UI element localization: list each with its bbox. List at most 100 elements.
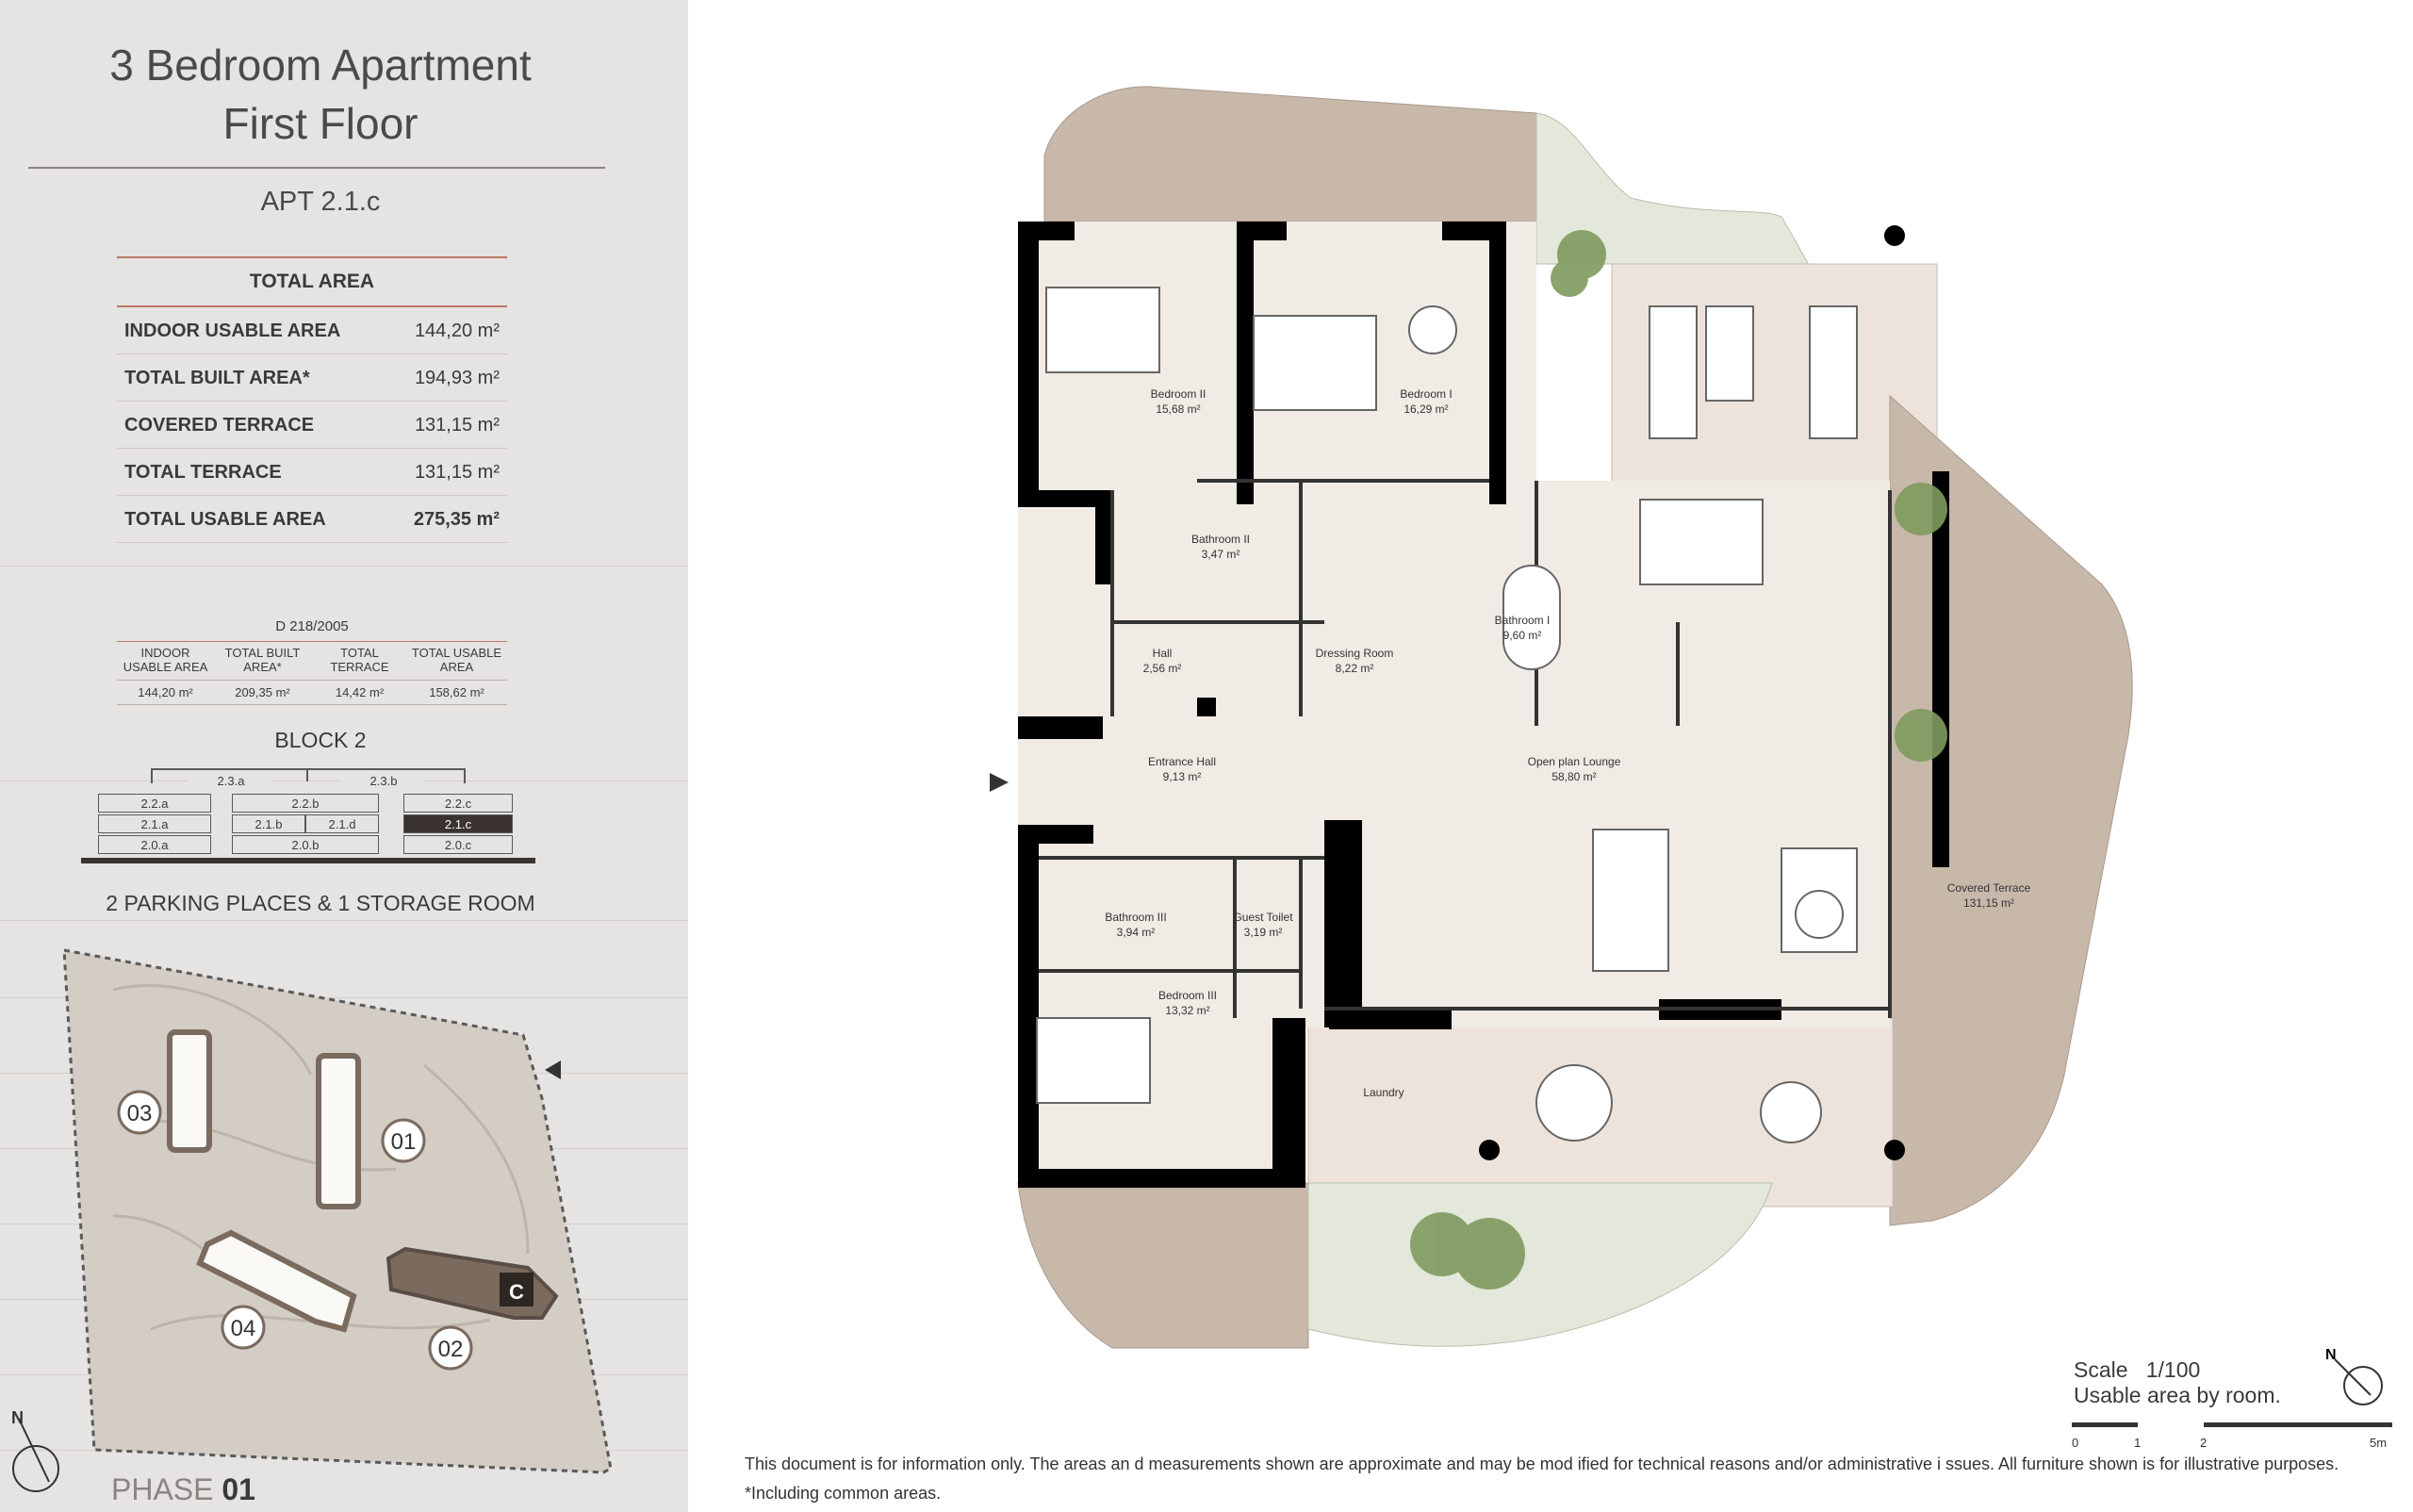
room-area: 2,56 m² [1143,662,1182,675]
parking-info: 2 PARKING PLACES & 1 STORAGE ROOM [106,891,535,915]
decree-value: 158,62 m² [429,685,484,699]
building-04 [196,1229,357,1333]
scale-tick: 5m [2370,1436,2387,1450]
block-unit: 2.2.b [232,794,379,813]
decree-header: TOTAL TERRACE [330,646,389,674]
area-row-covered-terrace: COVERED TERRACE 131,15 m² [117,402,507,449]
decree-table: INDOOR USABLE AREA TOTAL BUILT AREA* TOT… [117,641,507,705]
walls [1018,222,1949,1188]
grid-line [0,997,688,998]
block-unit: 2.1.b [232,814,305,833]
disclaimer-footnote: *Including common areas. [745,1484,942,1503]
area-label: TOTAL TERRACE [124,462,282,483]
grid-line [0,920,688,921]
scale-bar: 0 1 2 5m [2072,1422,2392,1450]
room-area: 58,80 m² [1551,770,1596,783]
decree-label: D 218/2005 [275,618,349,634]
room-area: 9,13 m² [1163,770,1202,783]
disclaimer-line: This document is for information only. T… [745,1454,2339,1473]
room-area: 3,19 m² [1244,926,1283,939]
block-unit: 2.2.a [98,794,211,813]
site-north-compass: N [11,1408,59,1492]
title-line-1: 3 Bedroom Apartment [109,41,532,90]
building-c-marker [500,1273,533,1307]
room-name: Guest Toilet [1233,911,1293,924]
south-terrace-west [1017,1182,1309,1349]
room-area: 16,29 m² [1403,403,1448,416]
room-area: 3,94 m² [1117,926,1156,939]
block-unit: 2.3.a [189,773,273,790]
phase-label: PHASE 01 [111,1472,255,1507]
room-name: Open plan Lounge [1528,755,1621,768]
entrance-arrow [990,773,1009,792]
decree-header: TOTAL USABLE AREA [411,646,502,674]
room-name: Bedroom II [1151,387,1206,401]
site-entrance-arrow [545,1060,561,1079]
area-row-built: TOTAL BUILT AREA* 194,93 m² [117,354,507,402]
scale-note: Usable area by room. [2074,1383,2281,1407]
scale-block: Scale 1/100 Usable area by room. [2074,1357,2281,1408]
area-value: 131,15 m² [414,462,500,483]
block-unit: 2.0.b [232,835,379,854]
area-value: 144,20 m² [414,320,500,341]
site-label: 03 [127,1101,153,1126]
scale-label: Scale [2074,1357,2128,1382]
title-line-2: First Floor [222,99,419,148]
trees [1410,230,1947,1290]
room-area: 3,47 m² [1202,548,1240,561]
grid-line [0,566,688,567]
area-label: TOTAL BUILT AREA* [124,368,310,388]
column-markers [1479,225,1905,1160]
block-unit: 2.3.b [341,773,426,790]
site-label: 02 [438,1337,464,1362]
east-covered-terrace [1889,394,2133,1226]
room-area: 15,68 m² [1156,403,1200,416]
area-label: INDOOR USABLE AREA [124,320,341,341]
block-unit: 2.1.a [98,814,211,833]
site-label: 04 [231,1316,256,1341]
north-letter: N [11,1408,24,1427]
north-terrace [1043,86,1537,222]
title-divider [28,167,605,169]
room-area: 9,60 m² [1503,629,1542,642]
compass-letter: N [2325,1347,2337,1363]
block-unit: 2.1.d [305,814,379,833]
area-value: 275,35 m² [413,509,500,530]
room-name: Laundry [1363,1086,1403,1099]
room-name: Bathroom III [1105,911,1166,924]
building-01 [316,1053,361,1209]
room-area: 13,32 m² [1165,1004,1209,1017]
decree-header: INDOOR USABLE AREA [123,646,208,674]
floor-plan: Bedroom II 15,68 m² Bedroom I 16,29 m² B… [990,86,2133,1349]
block-title: BLOCK 2 [274,728,367,752]
block-unit: 2.0.c [403,835,513,854]
area-label: COVERED TERRACE [124,415,315,436]
area-row-total-usable: TOTAL USABLE AREA 275,35 m² [117,496,507,543]
phase-number: 01 [222,1472,255,1506]
area-value: 131,15 m² [414,415,500,436]
area-row-total-terrace: TOTAL TERRACE 131,15 m² [117,449,507,496]
block-letter: C [509,1280,524,1304]
room-name: Bedroom I [1400,387,1452,401]
area-row-indoor: INDOOR USABLE AREA 144,20 m² [117,307,507,354]
room-name: Dressing Room [1316,647,1394,660]
phase-word: PHASE [111,1472,214,1506]
decree-value: 14,42 m² [335,685,385,699]
room-area: 131,15 m² [1963,896,2014,910]
room-name: Entrance Hall [1148,755,1216,768]
area-label: TOTAL USABLE AREA [124,509,326,530]
decree-value: 209,35 m² [235,685,290,699]
room-name: Covered Terrace [1947,881,2031,895]
site-boundary [62,948,613,1474]
south-garden [1307,1182,1773,1347]
area-value: 194,93 m² [414,368,500,388]
block-unit-active: 2.1.c [403,814,513,833]
north-compass: N [2325,1347,2383,1405]
room-name: Bathroom II [1191,533,1250,546]
scale-tick: 1 [2134,1436,2141,1450]
block-unit: 2.0.a [98,835,211,854]
scale-tick: 2 [2200,1436,2207,1450]
partitions [1039,479,1892,1018]
site-label: 01 [391,1129,417,1155]
room-area: 8,22 m² [1336,662,1374,675]
